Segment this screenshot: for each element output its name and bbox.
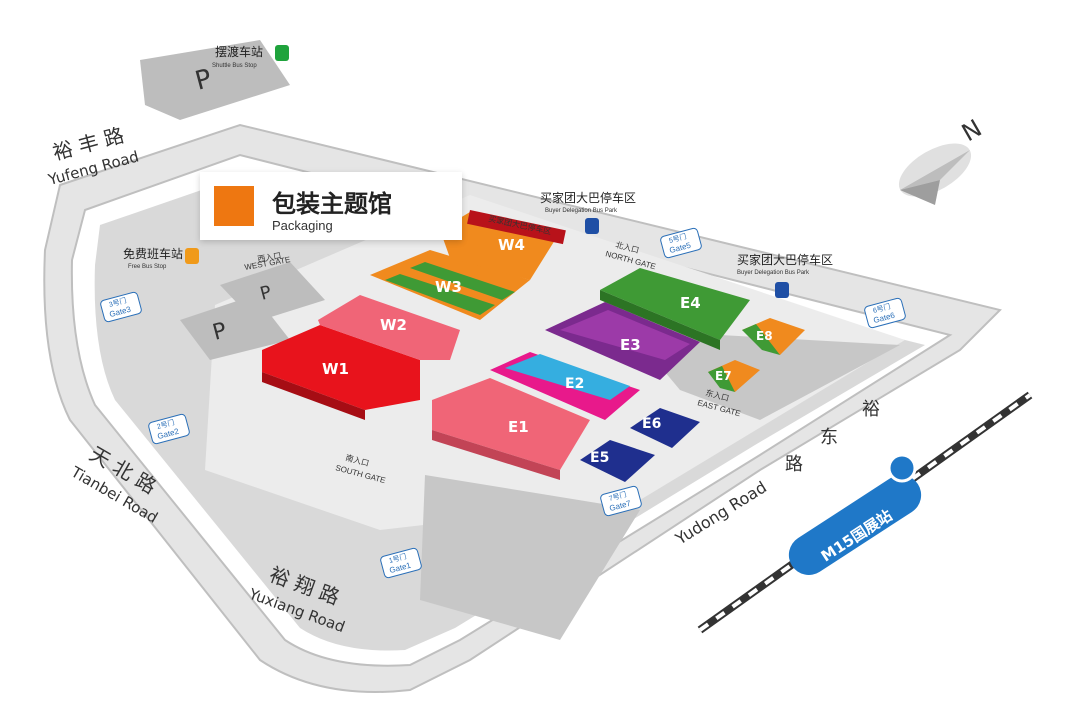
hall-w1-label: W1	[322, 360, 349, 378]
hall-e4-label: E4	[680, 294, 701, 312]
shuttle-station-cn: 摆渡车站	[215, 44, 263, 59]
shuttle-bus-icon	[275, 45, 289, 61]
hall-e5-label: E5	[590, 450, 609, 466]
gate1-badge	[380, 547, 422, 579]
gate3-badge	[100, 291, 142, 323]
legend-swatch	[214, 186, 254, 226]
yudong-road-cn-2: 东	[820, 427, 838, 448]
hall-e1[interactable]	[432, 378, 590, 470]
compass-north: N	[957, 114, 987, 147]
hall-e8-label: E8	[756, 329, 773, 343]
hall-w3[interactable]	[370, 250, 530, 320]
legend-name-en: Packaging	[272, 218, 333, 233]
hall-e1-label: E1	[508, 418, 529, 436]
legend-name-cn: 包装主题馆	[272, 190, 392, 218]
bus-icon-east	[775, 282, 789, 298]
yudong-road-cn-3: 路	[785, 454, 803, 475]
buyer-bus-park-north-cn: 买家团大巴停车区	[540, 190, 636, 205]
hall-w2-label: W2	[380, 316, 407, 334]
free-bus-station-cn: 免费班车站	[123, 246, 183, 261]
hall-w3-label: W3	[435, 278, 462, 296]
hall-e7-label: E7	[715, 369, 732, 383]
free-bus-icon	[185, 248, 199, 264]
compass: N	[898, 114, 987, 205]
hall-e4[interactable]	[600, 268, 750, 340]
hall-e5[interactable]	[580, 440, 655, 482]
hall-w1[interactable]	[262, 325, 420, 410]
shuttle-station-en: Shuttle Bus Stop	[212, 63, 257, 69]
parking-lots: P P P	[140, 40, 900, 640]
hall-w2[interactable]	[318, 295, 460, 360]
buyer-bus-park-east-cn: 买家团大巴停车区	[737, 252, 833, 267]
legend-card: 包装主题馆 Packaging	[200, 172, 462, 240]
gate6-badge	[864, 297, 906, 329]
gate2-badge	[148, 413, 190, 445]
compass-arrow-icon	[900, 150, 970, 190]
hall-e2-label: E2	[565, 376, 584, 392]
free-bus-station-en: Free Bus Stop	[128, 264, 167, 270]
gate5-badge	[660, 227, 702, 259]
hall-w4-label: W4	[498, 236, 525, 254]
buyer-bus-park-north-en: Buyer Delegation Bus Park	[545, 208, 618, 214]
buyer-bus-park-east-en: Buyer Delegation Bus Park	[737, 270, 810, 276]
metro-icon	[887, 453, 917, 483]
metro-station-badge	[788, 475, 922, 575]
parking-p-top: P	[192, 64, 215, 97]
hall-e6[interactable]	[630, 408, 700, 448]
hall-e6-label: E6	[642, 416, 661, 432]
stations: 摆渡车站 Shuttle Bus Stop 免费班车站 Free Bus Sto…	[123, 44, 833, 298]
gate7-badge	[600, 485, 642, 517]
bus-icon-north	[585, 218, 599, 234]
west-gate-cn: 西入口	[257, 251, 282, 264]
parking-p1: P	[210, 318, 229, 346]
exhibition-halls: W1 W2 W3 买家团大巴停车区 W4 E1 E2 E3 E4 E5	[262, 209, 805, 482]
hall-e3-label: E3	[620, 336, 641, 354]
yudong-road-cn-1: 裕	[862, 399, 880, 420]
